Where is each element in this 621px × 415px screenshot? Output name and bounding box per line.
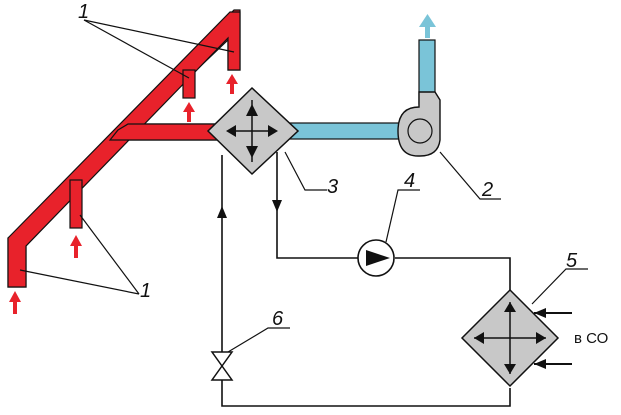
label-pump: 4: [404, 170, 415, 192]
label-heat-exchanger: 5: [566, 250, 578, 272]
pipe-return: [221, 155, 511, 407]
pump: [357, 239, 395, 277]
hood-upper-left: [182, 69, 196, 99]
arrow-up-icon: [70, 235, 82, 258]
arrow-up-icon: [183, 102, 195, 122]
fan-impeller: [407, 118, 433, 144]
heating-system-note: в СО: [574, 330, 608, 347]
arrow-up-icon: [9, 291, 21, 314]
fan: [397, 91, 441, 157]
exhaust-inflow-arrows: [9, 74, 238, 314]
clean-air-duct: [287, 14, 436, 140]
leader-lines: [19, 19, 588, 353]
label-valve: 6: [272, 308, 284, 330]
arrow-up-icon: [217, 206, 227, 218]
exhaust-branch-to-exchanger: [108, 123, 221, 141]
arrow-left-icon: [534, 308, 546, 318]
arrow-up-icon: [226, 74, 238, 94]
heat-exchanger: [460, 288, 560, 388]
water-circuit: [221, 152, 511, 407]
arrow-left-icon: [534, 359, 546, 369]
label-recovery-exchanger: 3: [327, 176, 338, 198]
label-hoods-top: 1: [78, 1, 89, 23]
pipe-pump-to-exchanger5: [395, 257, 511, 290]
hood-lower: [69, 179, 83, 229]
arrow-down-icon: [272, 200, 282, 212]
label-hoods-bottom: 1: [140, 280, 151, 302]
outlet-arrow-icon: [419, 14, 436, 38]
valve: [210, 351, 234, 381]
label-fan: 2: [481, 179, 493, 201]
circuit-flow-arrows: [217, 200, 282, 218]
recovery-exchanger: [206, 86, 300, 176]
duct-to-fan: [287, 122, 401, 140]
exhaust-trunk-main: [7, 11, 241, 288]
heating-system-connections: [534, 308, 572, 369]
pipe-exchanger-to-pump: [276, 152, 358, 259]
exhaust-duct-system: [7, 9, 241, 288]
